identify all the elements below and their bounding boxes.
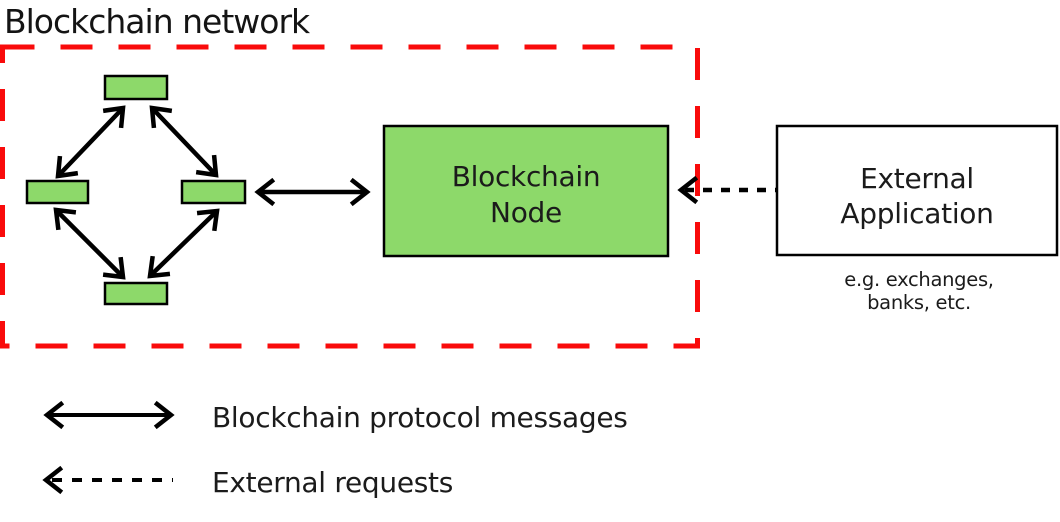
legend-protocol-label: Blockchain protocol messages xyxy=(212,401,628,434)
peer-node-right xyxy=(180,179,247,205)
legend-external-label: External requests xyxy=(212,466,453,499)
external-application-caption-line2: banks, etc. xyxy=(867,291,971,314)
blockchain-network-boundary xyxy=(0,44,700,349)
external-application-caption-line1: e.g. exchanges, xyxy=(844,268,993,291)
blockchain-node-box xyxy=(382,124,670,258)
blockchain-node-label-line1: Blockchain xyxy=(452,160,601,193)
peer-link-arrow-top-left xyxy=(55,105,126,179)
diagram-title: Blockchain network xyxy=(4,2,311,41)
external-application-label-line2: Application xyxy=(840,197,993,230)
external-application-label-line1: External xyxy=(860,162,974,195)
peer-node-bottom xyxy=(103,281,169,306)
peer-node-left xyxy=(25,179,90,205)
peer-node-top xyxy=(103,74,169,101)
peer-link-arrow-top-right xyxy=(149,105,219,178)
peer-link-arrow-bottom-left xyxy=(53,207,126,280)
peer-link-arrow-bottom-right xyxy=(147,208,220,279)
blockchain-node-label-line2: Node xyxy=(490,196,562,229)
external-application-box xyxy=(775,124,1059,257)
